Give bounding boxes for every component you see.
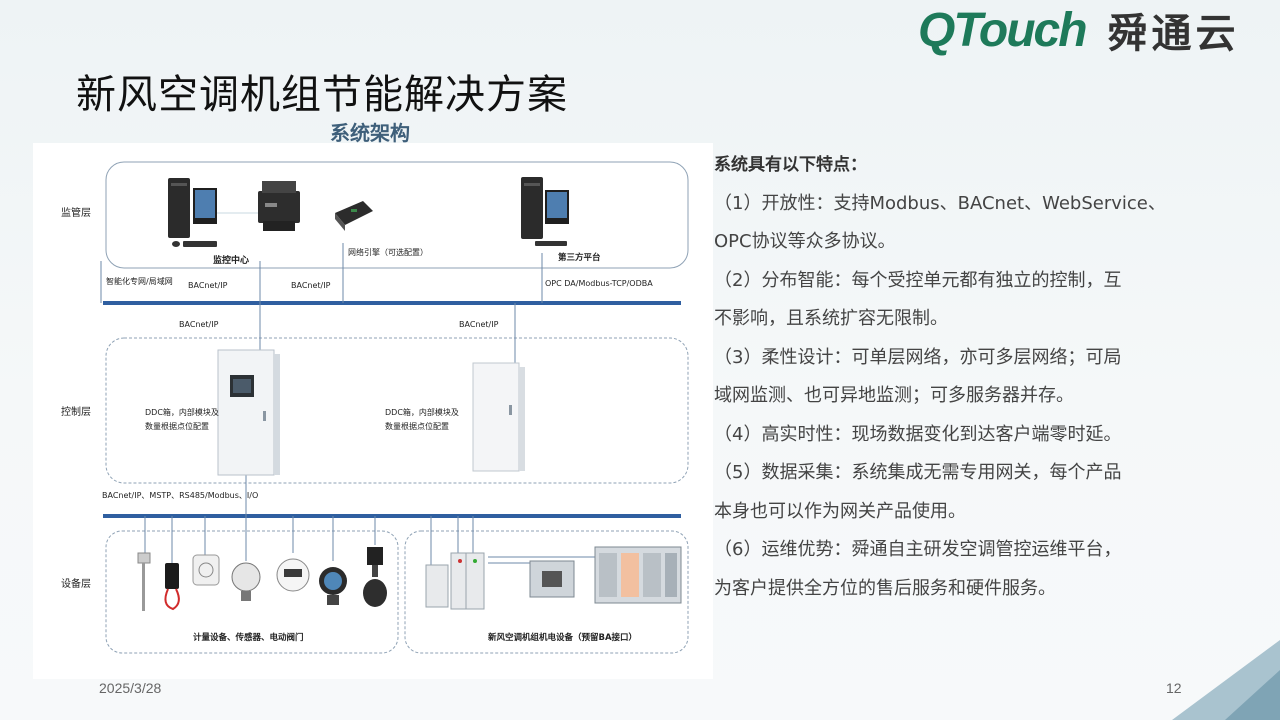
ahu-group-label: 新风空调机组机电设备（预留BA接口） — [488, 632, 637, 643]
brand-logo: QTouch 舜通云 — [918, 2, 1240, 58]
gateway-device-icon — [335, 201, 373, 231]
fieldbus-label: BACnet/IP、MSTP、RS485/Modbus、I/O — [102, 491, 258, 500]
layer-label-control: 控制层 — [61, 405, 91, 418]
air-handling-unit-icon — [529, 560, 575, 598]
feature-line: （1）开放性：支持Modbus、BACnet、WebService、 — [714, 192, 1166, 214]
bacnet-label: BACnet/IP — [188, 281, 228, 290]
pressure-gauge-icon — [231, 562, 261, 601]
feature-line: OPC协议等众多协议。 — [714, 231, 896, 252]
ddc-label: 数量根据点位配置 — [145, 421, 209, 431]
feature-line: （4）高实时性：现场数据变化到达客户端零时延。 — [714, 423, 1122, 445]
features-heading: 系统具有以下特点： — [714, 155, 867, 175]
ahu-group-box — [404, 530, 689, 654]
printer-icon — [258, 181, 300, 231]
feature-line: 为客户提供全方位的售后服务和硬件服务。 — [714, 577, 1056, 599]
flow-meter-icon — [319, 567, 347, 605]
layer-label-monitor: 监管层 — [61, 206, 91, 219]
feature-line: （5）数据采集：系统集成无需专用网关，每个产品 — [714, 462, 1122, 483]
corner-decoration — [1172, 640, 1280, 720]
slide-page-number: 12 — [1166, 680, 1182, 696]
meters-group-box — [105, 530, 399, 654]
logo-latin: QTouch — [918, 3, 1088, 57]
ddc-cabinet-icon — [217, 349, 280, 476]
feature-line: 域网监测、也可异地监测；可多服务器并存。 — [714, 385, 1074, 406]
bacnet-label: BACnet/IP — [459, 320, 499, 329]
ddc-cabinet-icon — [472, 362, 525, 472]
control-panel-icon — [425, 552, 485, 610]
feature-line: （3）柔性设计：可单层网络，亦可多层网络；可局 — [714, 346, 1122, 368]
bacnet-label: BACnet/IP — [291, 281, 331, 290]
slide-date: 2025/3/28 — [99, 680, 162, 696]
energy-meter-icon — [276, 558, 310, 592]
section-subtitle: 系统架构 — [330, 121, 410, 145]
feature-line: （2）分布智能：每个受控单元都有独立的控制，互 — [714, 269, 1122, 291]
thermostat-icon — [192, 554, 220, 586]
temperature-probe-icon — [137, 552, 151, 611]
page-title: 新风空调机组节能解决方案 — [76, 72, 568, 118]
lan-label: 智能化专网/局域网 — [106, 276, 173, 286]
ddc-label: 数量根据点位配置 — [385, 421, 449, 431]
motorized-valve-icon — [363, 547, 387, 607]
architecture-diagram: 监管层 控制层 设备层 — [33, 143, 713, 679]
monitor-layer-box — [105, 161, 689, 269]
monitor-center-computer-icon — [168, 178, 217, 247]
humidity-sensor-icon — [164, 563, 180, 611]
ddc-label: DDC箱，内部模块及 — [385, 407, 459, 417]
feature-line: 不影响，且系统扩容无限制。 — [714, 308, 948, 329]
layer-label-device: 设备层 — [61, 577, 91, 590]
opc-label: OPC DA/Modbus-TCP/ODBA — [545, 279, 653, 288]
feature-line: 本身也可以作为网关产品使用。 — [714, 500, 966, 522]
third-party-label: 第三方平台 — [558, 252, 601, 263]
bacnet-label: BACnet/IP — [179, 320, 219, 329]
ddc-label: DDC箱，内部模块及 — [145, 407, 219, 417]
third-party-computer-icon — [521, 177, 569, 246]
architecture-svg: 监管层 控制层 设备层 — [61, 161, 689, 654]
gateway-label: 网络引擎（可选配置） — [348, 247, 428, 257]
features-list: 系统具有以下特点： （1）开放性：支持Modbus、BACnet、WebServ… — [714, 146, 1214, 608]
meters-group-label: 计量设备、传感器、电动阀门 — [193, 632, 304, 643]
monitor-center-label: 监控中心 — [213, 254, 249, 266]
logo-chinese: 舜通云 — [1107, 11, 1240, 57]
feature-line: （6）运维优势：舜通自主研发空调管控运维平台， — [714, 539, 1122, 560]
ahu-module-icon — [594, 546, 682, 604]
control-layer-box — [105, 337, 689, 484]
